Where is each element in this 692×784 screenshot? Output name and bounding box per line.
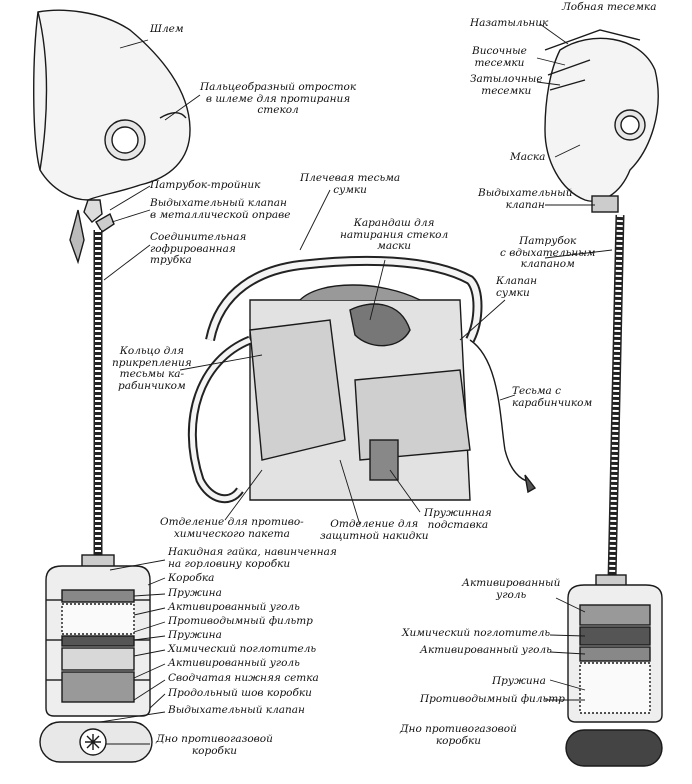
label-corrugated-tube: Соединительная гофрированная трубка: [150, 231, 247, 266]
label-left-carbon-2: Активированный уголь: [168, 657, 300, 669]
label-exhale-valve: Выдыхательный клапан: [478, 187, 573, 211]
label-antichem-compartment: Отделение для противо- химического пакет…: [160, 516, 304, 540]
label-cape-compartment: Отделение для защитной накидки: [320, 518, 429, 542]
label-right-carbon-top: Активированный уголь: [462, 577, 561, 601]
label-bag-flap: Клапан сумки: [496, 275, 538, 299]
label-left-box-bottom: Дно противогазовой коробки: [156, 733, 273, 757]
label-carabiner-strap: Тесьма с карабинчиком: [512, 385, 593, 409]
label-left-smoke-filter: Противодымный фильтр: [168, 615, 313, 627]
label-right-carbon: Активированный уголь: [420, 644, 552, 656]
label-right-spring: Пружина: [492, 675, 546, 687]
label-left-spring-2: Пружина: [168, 629, 222, 641]
label-bottom-exhale-valve: Выдыхательный клапан: [168, 704, 305, 716]
label-right-box-bottom: Дно противогазовой коробки: [400, 723, 517, 747]
label-left-box: Коробка: [168, 572, 215, 584]
label-left-spring-1: Пружина: [168, 587, 222, 599]
label-shoulder-strap: Плечевая тесьма сумки: [300, 172, 401, 196]
label-nape-strap: Назатыльник: [470, 17, 549, 29]
label-occipital-straps: Затылочные тесемки: [470, 73, 543, 97]
left-canister-illustration: [45, 554, 151, 717]
right-box-bottom-illustration: [565, 729, 663, 767]
label-left-seam: Продольный шов коробки: [168, 687, 312, 699]
label-finger-process: Пальцеобразный отросток в шлеме для прот…: [200, 81, 357, 116]
right-corrugated-tube: [607, 214, 625, 581]
label-right-smoke-filter: Противодымный фильтр: [420, 693, 565, 705]
label-tee-nozzle: Патрубок-тройник: [150, 179, 261, 191]
label-exhale-valve-metal: Выдыхательный клапан в металлической опр…: [150, 197, 291, 221]
label-helmet: Шлем: [150, 23, 184, 35]
label-left-nut: Накидная гайка, навинченная на горловину…: [168, 546, 337, 570]
label-left-mesh: Сводчатая нижняя сетка: [168, 672, 319, 684]
label-pencil: Карандаш для натирания стекол маски: [340, 217, 449, 252]
label-temple-straps: Височные тесемки: [472, 45, 527, 69]
bag-illustration: [187, 255, 537, 504]
label-spring-stand: Пружинная подставка: [424, 507, 492, 531]
label-nozzle-inhale: Патрубок с вдыхательным клапаном: [500, 235, 596, 270]
label-forehead-strap: Лобная тесемка: [562, 1, 657, 13]
label-mask: Маска: [510, 151, 546, 163]
right-canister-illustration: [567, 574, 663, 723]
leader-lines: [99, 23, 613, 745]
label-right-chem-absorber: Химический поглотитель: [402, 627, 551, 639]
label-left-chem-absorber: Химический поглотитель: [168, 643, 317, 655]
left-box-bottom-illustration: [39, 721, 153, 763]
mask-illustration: [544, 29, 659, 213]
label-ring: Кольцо для прикрепления тесьмы ка- рабин…: [112, 345, 192, 392]
label-left-carbon-1: Активированный уголь: [168, 601, 300, 613]
helmet-mask-illustration: [33, 9, 191, 265]
